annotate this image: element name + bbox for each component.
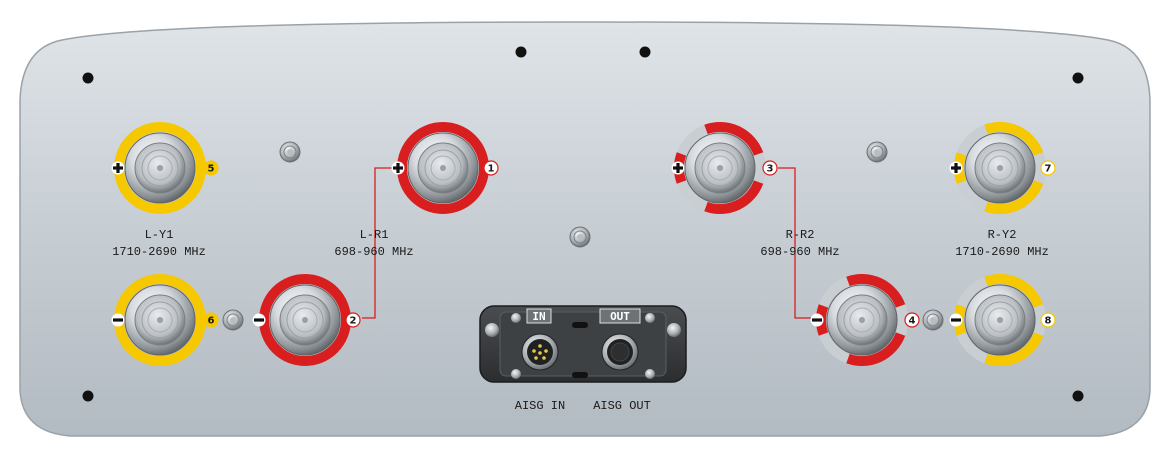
port-number-badge — [203, 312, 219, 328]
port-number: 5 — [208, 164, 215, 175]
ports: 5 6 1 2 3 4 7 8 — [111, 122, 1056, 366]
screw-icon — [866, 141, 888, 163]
port-number-badge — [762, 160, 778, 176]
aisg-in-tag-box — [526, 308, 552, 324]
screw-icon — [645, 313, 655, 323]
group-band-r-y2: 1710-2690 MHz — [955, 245, 1049, 259]
screw-icon — [922, 309, 944, 331]
port-number: 4 — [909, 316, 916, 327]
port-ring-arc — [846, 332, 906, 366]
mounting-hole — [1072, 390, 1084, 402]
screw-icon — [279, 141, 301, 163]
mounting-hole — [1072, 72, 1084, 84]
port-ring-arc — [984, 274, 1044, 308]
group-name-r-r2: R-R2 — [786, 228, 815, 242]
port-4: 4 — [810, 274, 920, 366]
aisg-out-tag-box — [599, 308, 641, 324]
port-ring-arc — [984, 122, 1044, 156]
port-5: 5 — [111, 122, 219, 214]
port-ring-arc — [704, 180, 764, 214]
panel-screws — [222, 141, 944, 331]
port-number-badge — [1040, 312, 1056, 328]
port-number: 8 — [1045, 316, 1052, 327]
minus-icon — [810, 313, 824, 327]
screw-icon — [511, 369, 521, 379]
port-6: 6 — [111, 274, 219, 366]
group-labels: L-Y1 1710-2690 MHz L-R1 698-960 MHz R-R2… — [112, 228, 1049, 259]
aisg-in-connector-icon — [521, 333, 559, 371]
plus-icon — [391, 161, 405, 175]
group-band-l-r1: 698-960 MHz — [334, 245, 413, 259]
port-number: 6 — [208, 316, 215, 327]
screw-icon — [485, 323, 499, 337]
link-line-r-r2 — [778, 167, 812, 319]
mounting-hole — [82, 72, 94, 84]
port-ring-arc — [846, 274, 906, 308]
port-ring-arc — [704, 122, 764, 156]
port-3: 3 — [671, 122, 778, 214]
plus-icon — [671, 161, 685, 175]
port-2: 2 — [252, 274, 361, 366]
minus-icon — [252, 313, 266, 327]
plus-icon — [949, 161, 963, 175]
plus-icon — [111, 161, 125, 175]
port-number-badge — [1040, 160, 1056, 176]
aisg-in-label: AISG IN — [515, 399, 565, 413]
port-ring-arc — [984, 180, 1044, 214]
port-number: 2 — [350, 316, 357, 327]
port-number: 7 — [1045, 164, 1052, 175]
group-band-l-y1: 1710-2690 MHz — [112, 245, 206, 259]
port-number: 3 — [767, 164, 774, 175]
aisg-out-label: AISG OUT — [593, 399, 651, 413]
minus-icon — [949, 313, 963, 327]
aisg-module: IN OUT AISG IN AISG OUT — [479, 305, 687, 413]
link-line-l-r1 — [362, 167, 396, 319]
screw-icon — [645, 369, 655, 379]
port-number-badge — [345, 312, 361, 328]
port-number-badge — [904, 312, 920, 328]
aisg-out-tag: OUT — [610, 310, 630, 323]
screw-icon — [569, 226, 591, 248]
group-name-l-y1: L-Y1 — [145, 228, 174, 242]
aisg-in-tag: IN — [532, 310, 545, 323]
mounting-holes — [82, 46, 1084, 402]
port-number-badge — [483, 160, 499, 176]
mounting-hole — [82, 390, 94, 402]
screw-icon — [511, 313, 521, 323]
screw-icon — [667, 323, 681, 337]
mounting-hole — [639, 46, 651, 58]
port-link-lines — [362, 167, 812, 319]
port-ring-arc — [984, 332, 1044, 366]
group-name-l-r1: L-R1 — [360, 228, 389, 242]
port-8: 8 — [949, 274, 1056, 366]
group-name-r-y2: R-Y2 — [988, 228, 1017, 242]
mounting-hole — [515, 46, 527, 58]
port-1: 1 — [391, 122, 499, 214]
port-number-badge — [203, 160, 219, 176]
minus-icon — [111, 313, 125, 327]
screw-icon — [222, 309, 244, 331]
port-number: 1 — [488, 164, 495, 175]
aisg-out-connector-icon — [601, 333, 639, 371]
port-7: 7 — [949, 122, 1056, 214]
group-band-r-r2: 698-960 MHz — [760, 245, 839, 259]
